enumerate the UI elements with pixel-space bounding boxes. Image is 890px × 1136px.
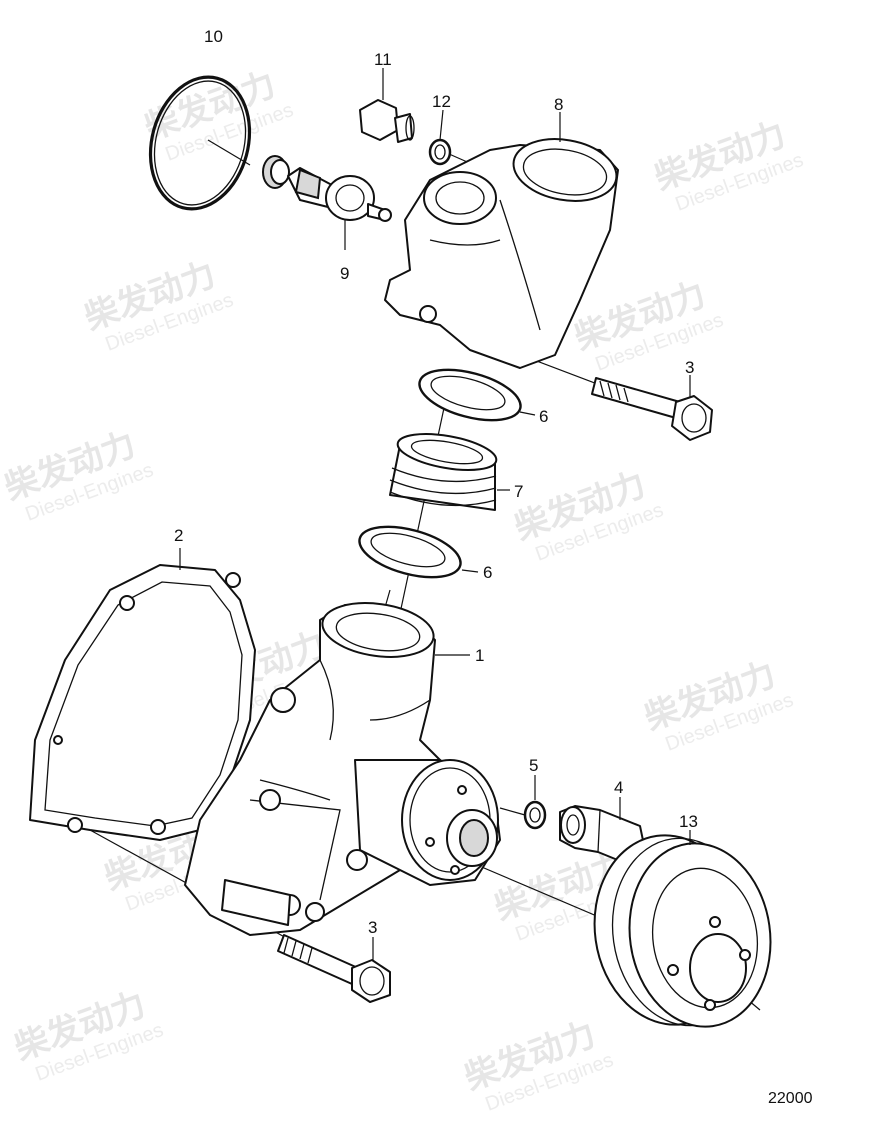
watermark: 柴发动力 Diesel-Engines xyxy=(649,114,806,215)
sealing-ring-part-12 xyxy=(428,109,452,166)
watermark: 柴发动力 Diesel-Engines xyxy=(459,1014,616,1115)
callout-11: 11 xyxy=(374,50,392,69)
watermark: 柴发动力 Diesel-Engines xyxy=(9,984,166,1085)
thermostat-housing-part-8 xyxy=(384,112,619,369)
callout-3-upper: 3 xyxy=(685,358,694,377)
watermark: 柴发动力 Diesel-Engines xyxy=(569,274,726,375)
callout-10: 10 xyxy=(204,27,223,46)
callout-1: 1 xyxy=(475,646,484,665)
callout-7: 7 xyxy=(514,482,523,501)
washer-part-5 xyxy=(523,775,547,830)
bellows-sleeve-part-7 xyxy=(389,433,510,511)
watermark: 柴发动力 Diesel-Engines xyxy=(79,254,236,355)
seal-ring-part-6-lower xyxy=(358,525,479,579)
reference-number: 22000 xyxy=(768,1090,813,1107)
watermark: 柴发动力 Diesel-Engines xyxy=(509,464,666,565)
watermark: 柴发动力 Diesel-Engines xyxy=(0,424,156,525)
callout-6-lower: 6 xyxy=(483,563,492,582)
callout-3-lower: 3 xyxy=(368,918,377,937)
seal-ring-part-6-upper xyxy=(418,368,536,422)
callout-13: 13 xyxy=(679,812,698,831)
thermostat-part-9 xyxy=(262,155,392,250)
callout-8: 8 xyxy=(554,95,563,114)
pulley-part-13 xyxy=(593,830,772,1028)
water-pump-housing-part-1 xyxy=(184,602,501,936)
callout-4: 4 xyxy=(614,778,623,797)
callout-6-upper: 6 xyxy=(539,407,548,426)
plug-screw-part-11 xyxy=(359,68,415,143)
callout-labels: 10 11 12 8 9 3 6 7 2 6 1 5 4 13 3 xyxy=(174,27,698,937)
gasket-part-2 xyxy=(29,548,256,841)
watermark: 柴发动力 Diesel-Engines xyxy=(639,654,796,755)
callout-12: 12 xyxy=(432,92,451,111)
callout-2: 2 xyxy=(174,526,183,545)
callout-9: 9 xyxy=(340,264,349,283)
bolt-part-3-lower xyxy=(277,934,391,1003)
o-ring-part-10 xyxy=(148,75,252,211)
callout-5: 5 xyxy=(529,756,538,775)
bolt-part-3-upper xyxy=(591,375,713,441)
